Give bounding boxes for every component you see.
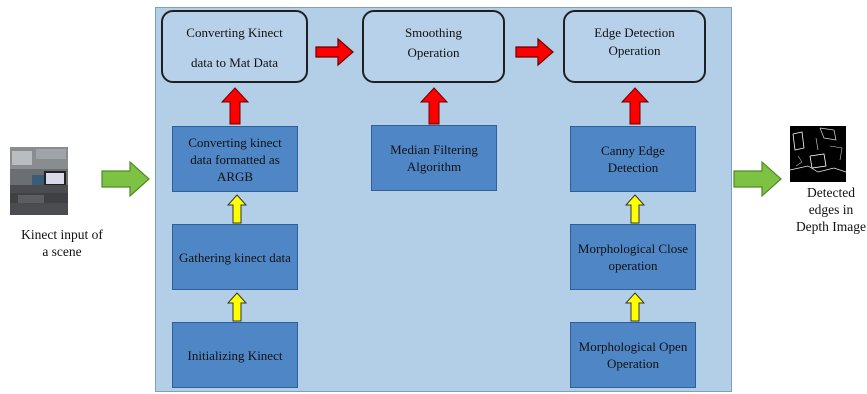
smoothing-operation-box: Smoothing Operation <box>362 10 505 83</box>
input-caption-line-1: Kinect input of <box>21 227 103 242</box>
yellow-arrow-up-left-1 <box>226 194 248 224</box>
canny-edge-label: Canny Edge Detection <box>601 143 665 175</box>
argb-conversion-label: Converting kinect data formatted as ARGB <box>188 134 282 184</box>
detected-edges-image <box>789 126 847 182</box>
argb-conversion-box: Converting kinect data formatted as ARGB <box>172 126 298 192</box>
median-filtering-box: Median Filtering Algorithm <box>371 125 497 191</box>
morphological-open-label: Morphological Open Operation <box>578 339 688 371</box>
morphological-close-label: Morphological Close operation <box>577 241 689 273</box>
initializing-kinect-label: Initializing Kinect <box>187 347 283 363</box>
edge-detection-line-1: Edge Detection <box>594 25 675 40</box>
output-caption: Detected edges in Depth Image <box>793 184 867 235</box>
red-arrow-right-1 <box>315 37 354 67</box>
edge-detection-line-2: Operation <box>608 43 661 58</box>
morphological-open-box: Morphological Open Operation <box>570 322 696 388</box>
red-arrow-right-2 <box>515 37 554 67</box>
median-filtering-label: Median Filtering Algorithm <box>390 142 478 174</box>
initializing-kinect-box: Initializing Kinect <box>172 322 298 388</box>
output-caption-line-3: Depth Image <box>795 219 867 234</box>
convert-to-mat-line-1: Converting Kinect <box>186 25 283 40</box>
yellow-arrow-up-right-2 <box>624 292 646 322</box>
input-caption: Kinect input of a scene <box>8 226 116 260</box>
convert-to-mat-line-2: data to Mat Data <box>191 55 278 70</box>
yellow-arrow-up-left-2 <box>226 292 248 322</box>
output-arrow <box>733 160 782 198</box>
input-arrow <box>101 160 150 198</box>
gathering-data-box: Gathering kinect data <box>172 224 298 290</box>
red-arrow-up-left <box>220 87 250 125</box>
input-caption-line-2: a scene <box>42 244 82 259</box>
output-caption-line-2: edges in <box>808 202 854 217</box>
gathering-data-label: Gathering kinect data <box>179 249 291 265</box>
yellow-arrow-up-right-1 <box>624 194 646 224</box>
edge-detection-operation-box: Edge Detection Operation <box>563 10 706 83</box>
canny-edge-box: Canny Edge Detection <box>570 126 696 192</box>
morphological-close-box: Morphological Close operation <box>570 224 696 290</box>
smoothing-line-1: Smoothing <box>404 25 463 40</box>
kinect-input-image <box>10 147 68 215</box>
smoothing-line-2: Operation <box>407 45 460 60</box>
convert-to-mat-box: Converting Kinect data to Mat Data <box>161 10 308 83</box>
output-caption-line-1: Detected <box>807 185 855 200</box>
red-arrow-up-middle <box>419 87 449 125</box>
red-arrow-up-right <box>620 87 650 125</box>
